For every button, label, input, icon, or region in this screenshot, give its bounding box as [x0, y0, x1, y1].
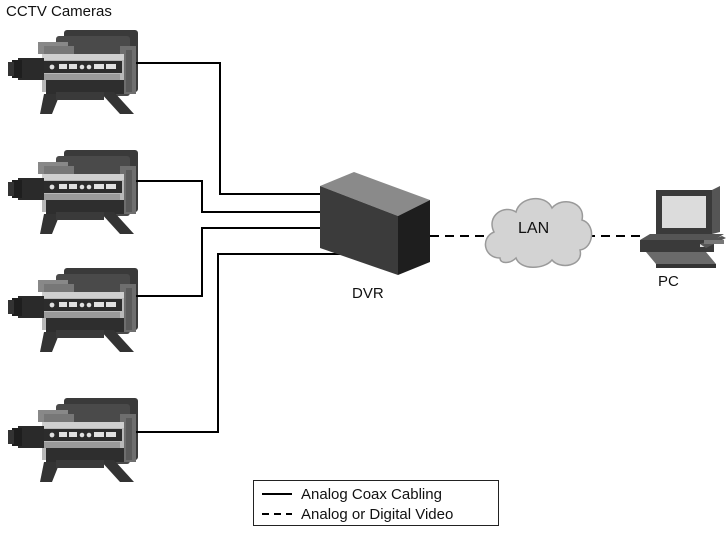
- legend-solid-label: Analog Coax Cabling: [301, 485, 442, 503]
- solid-line-icon: [262, 493, 292, 495]
- legend-row-dashed: Analog or Digital Video: [262, 504, 453, 524]
- legend-dashed-label: Analog or Digital Video: [301, 505, 454, 523]
- coax-cables: [136, 62, 340, 433]
- legend: Analog Coax Cabling Analog or Digital Vi…: [253, 480, 499, 526]
- coax-cable-2: [136, 180, 320, 213]
- lan-label: LAN: [518, 220, 550, 237]
- dvr-icon: [320, 172, 430, 275]
- coax-cable-3: [136, 227, 320, 297]
- diagram-title: CCTV Cameras: [6, 3, 112, 20]
- coax-cable-1: [136, 62, 320, 195]
- camera-1: [8, 30, 138, 114]
- coax-cable-4: [136, 253, 340, 433]
- dvr-label: DVR: [352, 285, 384, 302]
- lan-cloud-icon: [484, 198, 593, 268]
- camera-2: [8, 150, 138, 234]
- camera-3: [8, 268, 138, 352]
- camera-4: [8, 398, 138, 482]
- pc-icon: [640, 186, 726, 268]
- dashed-line-icon: [262, 513, 292, 515]
- legend-row-solid: Analog Coax Cabling: [262, 484, 442, 504]
- pc-label: PC: [658, 273, 679, 290]
